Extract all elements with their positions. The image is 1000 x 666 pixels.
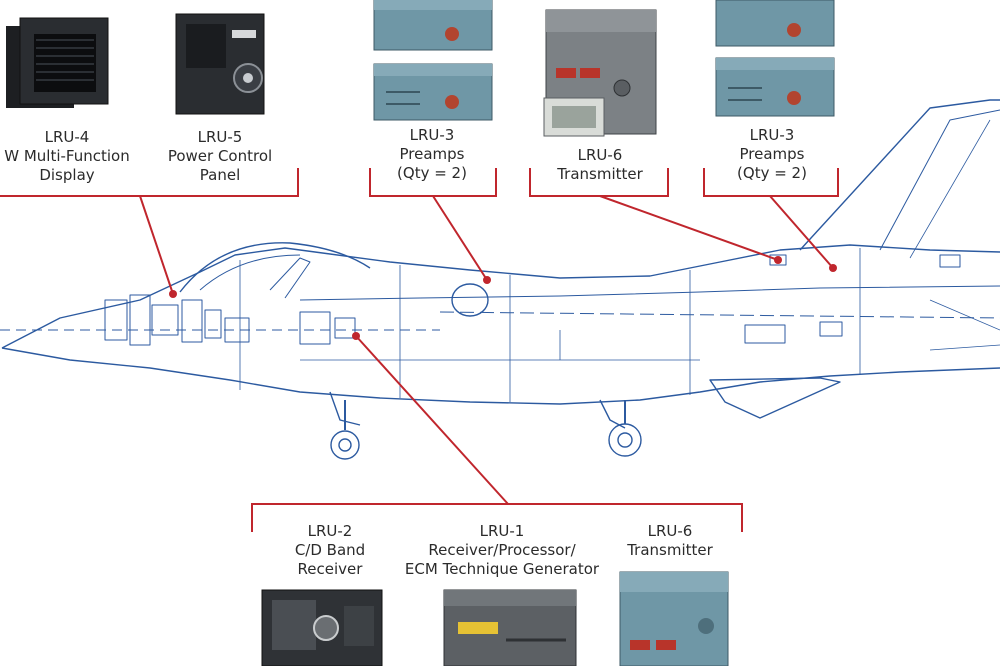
lru3-left-preamp-images — [373, 0, 493, 121]
lru6-top-name: Transmitter — [557, 165, 643, 183]
callout-points — [169, 256, 837, 340]
lru2-name: C/D Band — [294, 541, 366, 559]
lru3-right-label: LRU-3 Preamps (Qty = 2) — [712, 126, 832, 183]
lru3-right-preamp-images — [715, 0, 835, 117]
lru6-bottom-name: Transmitter — [627, 541, 713, 559]
lru1-processor-image — [443, 589, 577, 666]
lru3-left-label: LRU-3 Preamps (Qty = 2) — [372, 126, 492, 183]
lru4-code: LRU-4 — [44, 128, 90, 146]
lru6-top-label: LRU-6 Transmitter — [540, 146, 660, 184]
lru6-bottom-transmitter-image — [619, 571, 729, 666]
lru6-bottom-code: LRU-6 — [647, 522, 693, 540]
lru2-label: LRU-2 C/D Band Receiver — [270, 522, 390, 579]
lru3-right-qty: (Qty = 2) — [737, 164, 807, 182]
lru5-name: Power Control — [167, 147, 273, 165]
lru5-panel-image — [175, 13, 265, 115]
lru1-code: LRU-1 — [479, 522, 525, 540]
lru1-label: LRU-1 Receiver/Processor/ ECM Technique … — [392, 522, 612, 579]
callout-lines — [0, 168, 839, 532]
lru4-display-image — [6, 17, 109, 108]
lru5-code: LRU-5 — [197, 128, 243, 146]
lru5-name-2: Panel — [199, 166, 241, 184]
lru4-label: LRU-4 W Multi-Function Display — [0, 128, 142, 185]
lru3-right-name: Preamps — [739, 145, 805, 163]
lru3-right-code: LRU-3 — [749, 126, 795, 144]
lru2-name-2: Receiver — [297, 560, 363, 578]
lru2-code: LRU-2 — [307, 522, 353, 540]
lru6-top-code: LRU-6 — [577, 146, 623, 164]
aircraft-drawing — [0, 99, 1000, 460]
lru4-name: W Multi-Function — [4, 147, 130, 165]
lru3-left-code: LRU-3 — [409, 126, 455, 144]
lru3-left-name: Preamps — [399, 145, 465, 163]
lru4-name-2: Display — [39, 166, 95, 184]
lru1-name: Receiver/Processor/ — [428, 541, 576, 559]
lru6-top-transmitter-image — [543, 9, 657, 137]
lru3-left-qty: (Qty = 2) — [397, 164, 467, 182]
lru5-label: LRU-5 Power Control Panel — [150, 128, 290, 185]
lru6-bottom-label: LRU-6 Transmitter — [610, 522, 730, 560]
lru2-receiver-image — [261, 589, 383, 666]
lru1-name-2: ECM Technique Generator — [404, 560, 600, 578]
